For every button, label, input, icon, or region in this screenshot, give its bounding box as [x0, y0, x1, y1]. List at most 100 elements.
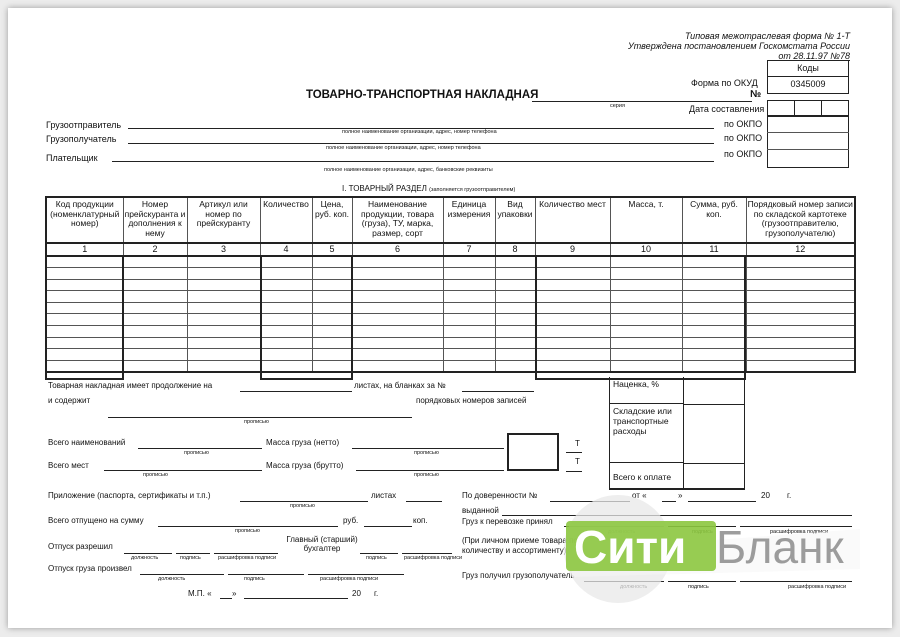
appendix-field[interactable] — [240, 501, 368, 502]
table-cell[interactable] — [681, 301, 747, 315]
table-cell[interactable] — [45, 301, 124, 315]
date-cells[interactable] — [767, 100, 849, 116]
table-cell[interactable] — [745, 325, 856, 338]
table-cell[interactable] — [442, 336, 496, 350]
table-cell[interactable] — [186, 325, 261, 338]
table-cell[interactable] — [681, 348, 747, 361]
table-cell[interactable] — [311, 359, 353, 373]
released-sum-field[interactable] — [158, 526, 338, 527]
table-cell[interactable] — [122, 301, 188, 315]
table-cell[interactable] — [494, 301, 536, 315]
table-cell[interactable] — [681, 313, 747, 327]
decoding-field[interactable] — [308, 574, 404, 575]
acc-signature-field[interactable] — [360, 553, 398, 554]
table-cell[interactable] — [311, 313, 353, 327]
table-row[interactable] — [45, 336, 856, 350]
table-cell[interactable] — [122, 255, 188, 269]
table-cell[interactable] — [681, 255, 747, 269]
sheets-field[interactable] — [406, 501, 442, 502]
issued-field[interactable] — [502, 515, 852, 516]
table-cell[interactable] — [442, 290, 496, 303]
table-row[interactable] — [45, 290, 856, 303]
table-row[interactable] — [45, 278, 856, 292]
table-cell[interactable] — [259, 348, 313, 361]
table-cell[interactable] — [494, 278, 536, 292]
table-cell[interactable] — [259, 255, 313, 269]
table-cell[interactable] — [186, 290, 261, 303]
okud-value[interactable]: 0345009 — [790, 79, 826, 89]
table-cell[interactable] — [351, 336, 444, 350]
table-cell[interactable] — [745, 267, 856, 280]
table-cell[interactable] — [609, 325, 683, 338]
decoding-field[interactable] — [214, 553, 278, 554]
cont-number-field[interactable] — [462, 391, 534, 392]
table-cell[interactable] — [122, 313, 188, 327]
table-cell[interactable] — [745, 348, 856, 361]
table-cell[interactable] — [534, 359, 611, 373]
total-places-field[interactable] — [104, 470, 262, 471]
table-cell[interactable] — [45, 267, 124, 280]
table-cell[interactable] — [311, 278, 353, 292]
day-field[interactable] — [220, 598, 232, 599]
table-cell[interactable] — [45, 359, 124, 373]
table-cell[interactable] — [259, 359, 313, 373]
table-cell[interactable] — [259, 336, 313, 350]
table-row[interactable] — [45, 348, 856, 361]
table-cell[interactable] — [351, 267, 444, 280]
rec-decode-field[interactable] — [740, 581, 852, 582]
acc-decoding-field[interactable] — [402, 553, 452, 554]
table-cell[interactable] — [311, 348, 353, 361]
table-cell[interactable] — [311, 325, 353, 338]
sender-field[interactable] — [128, 128, 714, 129]
table-cell[interactable] — [351, 301, 444, 315]
table-cell[interactable] — [745, 301, 856, 315]
table-cell[interactable] — [442, 278, 496, 292]
table-cell[interactable] — [122, 359, 188, 373]
table-cell[interactable] — [494, 359, 536, 373]
table-cell[interactable] — [745, 359, 856, 373]
table-cell[interactable] — [494, 313, 536, 327]
position-field[interactable] — [140, 574, 224, 575]
table-row[interactable] — [45, 267, 856, 280]
table-cell[interactable] — [122, 336, 188, 350]
table-cell[interactable] — [351, 325, 444, 338]
table-cell[interactable] — [442, 313, 496, 327]
table-cell[interactable] — [681, 290, 747, 303]
table-cell[interactable] — [45, 290, 124, 303]
table-cell[interactable] — [534, 336, 611, 350]
table-cell[interactable] — [45, 313, 124, 327]
table-cell[interactable] — [745, 313, 856, 327]
table-cell[interactable] — [681, 325, 747, 338]
okpo-cells[interactable] — [767, 116, 849, 168]
table-cell[interactable] — [351, 255, 444, 269]
table-cell[interactable] — [311, 255, 353, 269]
poa-number-field[interactable] — [550, 501, 630, 502]
mass-gross-field[interactable] — [356, 470, 504, 471]
cont-sheets-field[interactable] — [240, 391, 352, 392]
table-cell[interactable] — [45, 255, 124, 269]
table-cell[interactable] — [122, 267, 188, 280]
total-names-field[interactable] — [138, 448, 262, 449]
month-field[interactable] — [244, 598, 348, 599]
signature-field[interactable] — [176, 553, 210, 554]
table-cell[interactable] — [534, 301, 611, 315]
table-row[interactable] — [45, 325, 856, 338]
table-cell[interactable] — [494, 325, 536, 338]
table-cell[interactable] — [534, 290, 611, 303]
table-cell[interactable] — [442, 255, 496, 269]
table-cell[interactable] — [494, 336, 536, 350]
table-cell[interactable] — [609, 255, 683, 269]
table-cell[interactable] — [259, 301, 313, 315]
table-cell[interactable] — [681, 359, 747, 373]
table-cell[interactable] — [259, 278, 313, 292]
table-cell[interactable] — [259, 313, 313, 327]
table-cell[interactable] — [442, 359, 496, 373]
position-field[interactable] — [124, 553, 172, 554]
table-cell[interactable] — [534, 313, 611, 327]
records-propis-field[interactable] — [108, 417, 412, 418]
table-cell[interactable] — [311, 267, 353, 280]
rec-sign-field[interactable] — [668, 581, 736, 582]
table-cell[interactable] — [186, 359, 261, 373]
table-cell[interactable] — [681, 278, 747, 292]
table-cell[interactable] — [186, 255, 261, 269]
